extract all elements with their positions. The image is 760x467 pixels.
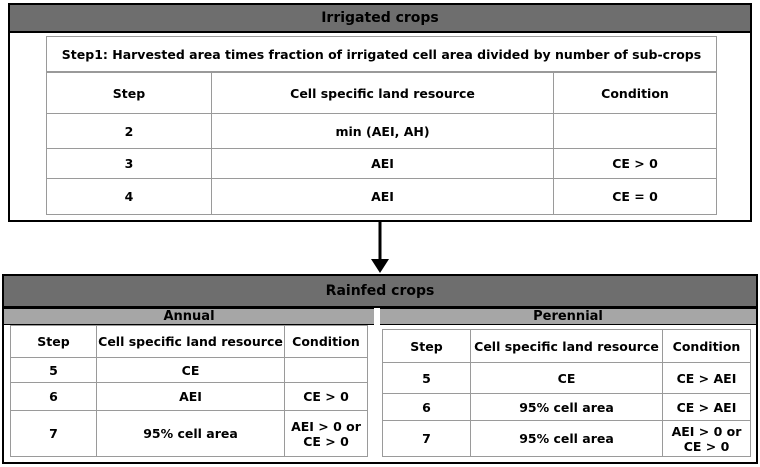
perennial-row-5-step: 5 xyxy=(382,362,471,394)
perennial-row-7-condition: AEI > 0 or CE > 0 xyxy=(662,420,751,457)
perennial-row-5-condition: CE > AEI xyxy=(662,362,751,394)
irrigated-row-4-step: 4 xyxy=(46,178,212,215)
perennial-header-resource: Cell specific land resource xyxy=(470,329,663,363)
annual-row-7-condition: AEI > 0 or CE > 0 xyxy=(284,410,368,457)
annual-header-step: Step xyxy=(10,325,97,358)
irrigated-row-2-resource: min (AEI, AH) xyxy=(211,113,554,149)
irrigated-row-3-condition: CE > 0 xyxy=(553,148,717,179)
irrigated-crops-title: Irrigated crops xyxy=(10,5,750,33)
annual-title: Annual xyxy=(4,308,374,325)
irrigated-row-4-condition: CE = 0 xyxy=(553,178,717,215)
perennial-header-condition: Condition xyxy=(662,329,751,363)
annual-row-7-resource: 95% cell area xyxy=(96,410,285,457)
irrigated-row-2-step: 2 xyxy=(46,113,212,149)
rainfed-crops-title: Rainfed crops xyxy=(4,276,756,308)
irrigated-header-step: Step xyxy=(46,72,212,114)
annual-header-resource: Cell specific land resource xyxy=(96,325,285,358)
perennial-title: Perennial xyxy=(380,308,756,325)
annual-row-5-condition xyxy=(284,357,368,383)
perennial-row-5-resource: CE xyxy=(470,362,663,394)
annual-row-6-condition: CE > 0 xyxy=(284,382,368,411)
irrigated-header-resource: Cell specific land resource xyxy=(211,72,554,114)
perennial-row-7-step: 7 xyxy=(382,420,471,457)
perennial-row-6-resource: 95% cell area xyxy=(470,393,663,421)
perennial-row-7-resource: 95% cell area xyxy=(470,420,663,457)
perennial-row-6-step: 6 xyxy=(382,393,471,421)
annual-row-5-step: 5 xyxy=(10,357,97,383)
annual-row-6-resource: AEI xyxy=(96,382,285,411)
perennial-row-6-condition: CE > AEI xyxy=(662,393,751,421)
perennial-header-step: Step xyxy=(382,329,471,363)
irrigated-header-condition: Condition xyxy=(553,72,717,114)
annual-row-7-step: 7 xyxy=(10,410,97,457)
annual-row-6-step: 6 xyxy=(10,382,97,411)
annual-header-condition: Condition xyxy=(284,325,368,358)
step1-note: Step1: Harvested area times fraction of … xyxy=(46,36,717,72)
irrigated-row-4-resource: AEI xyxy=(211,178,554,215)
annual-row-5-resource: CE xyxy=(96,357,285,383)
